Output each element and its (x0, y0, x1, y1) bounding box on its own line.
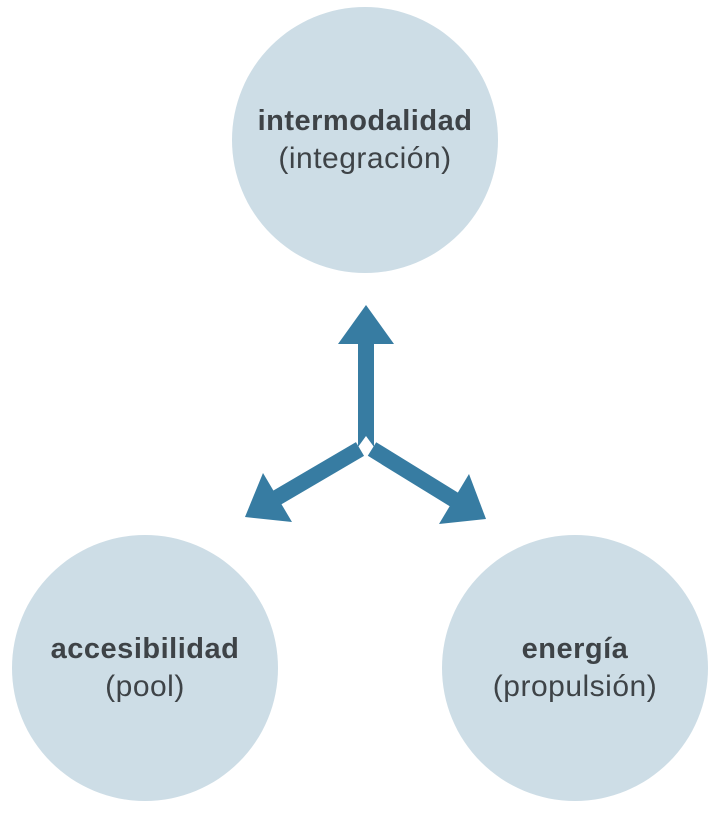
node-intermodalidad-subtitle: (integración) (278, 142, 452, 175)
node-accesibilidad-title: accesibilidad (50, 633, 240, 665)
node-accesibilidad: accesibilidad (pool) (12, 535, 278, 801)
node-intermodalidad-title: intermodalidad (257, 105, 473, 137)
arrow-down-right-icon (367, 442, 486, 524)
node-accesibilidad-subtitle: (pool) (105, 670, 185, 703)
node-energia-title: energía (521, 633, 629, 665)
node-intermodalidad: intermodalidad (integración) (232, 7, 498, 273)
arrow-down-left-icon (245, 442, 365, 522)
node-energia: energía (propulsión) (442, 535, 708, 801)
node-energia-subtitle: (propulsión) (492, 670, 658, 703)
arrow-up-icon (338, 305, 394, 447)
